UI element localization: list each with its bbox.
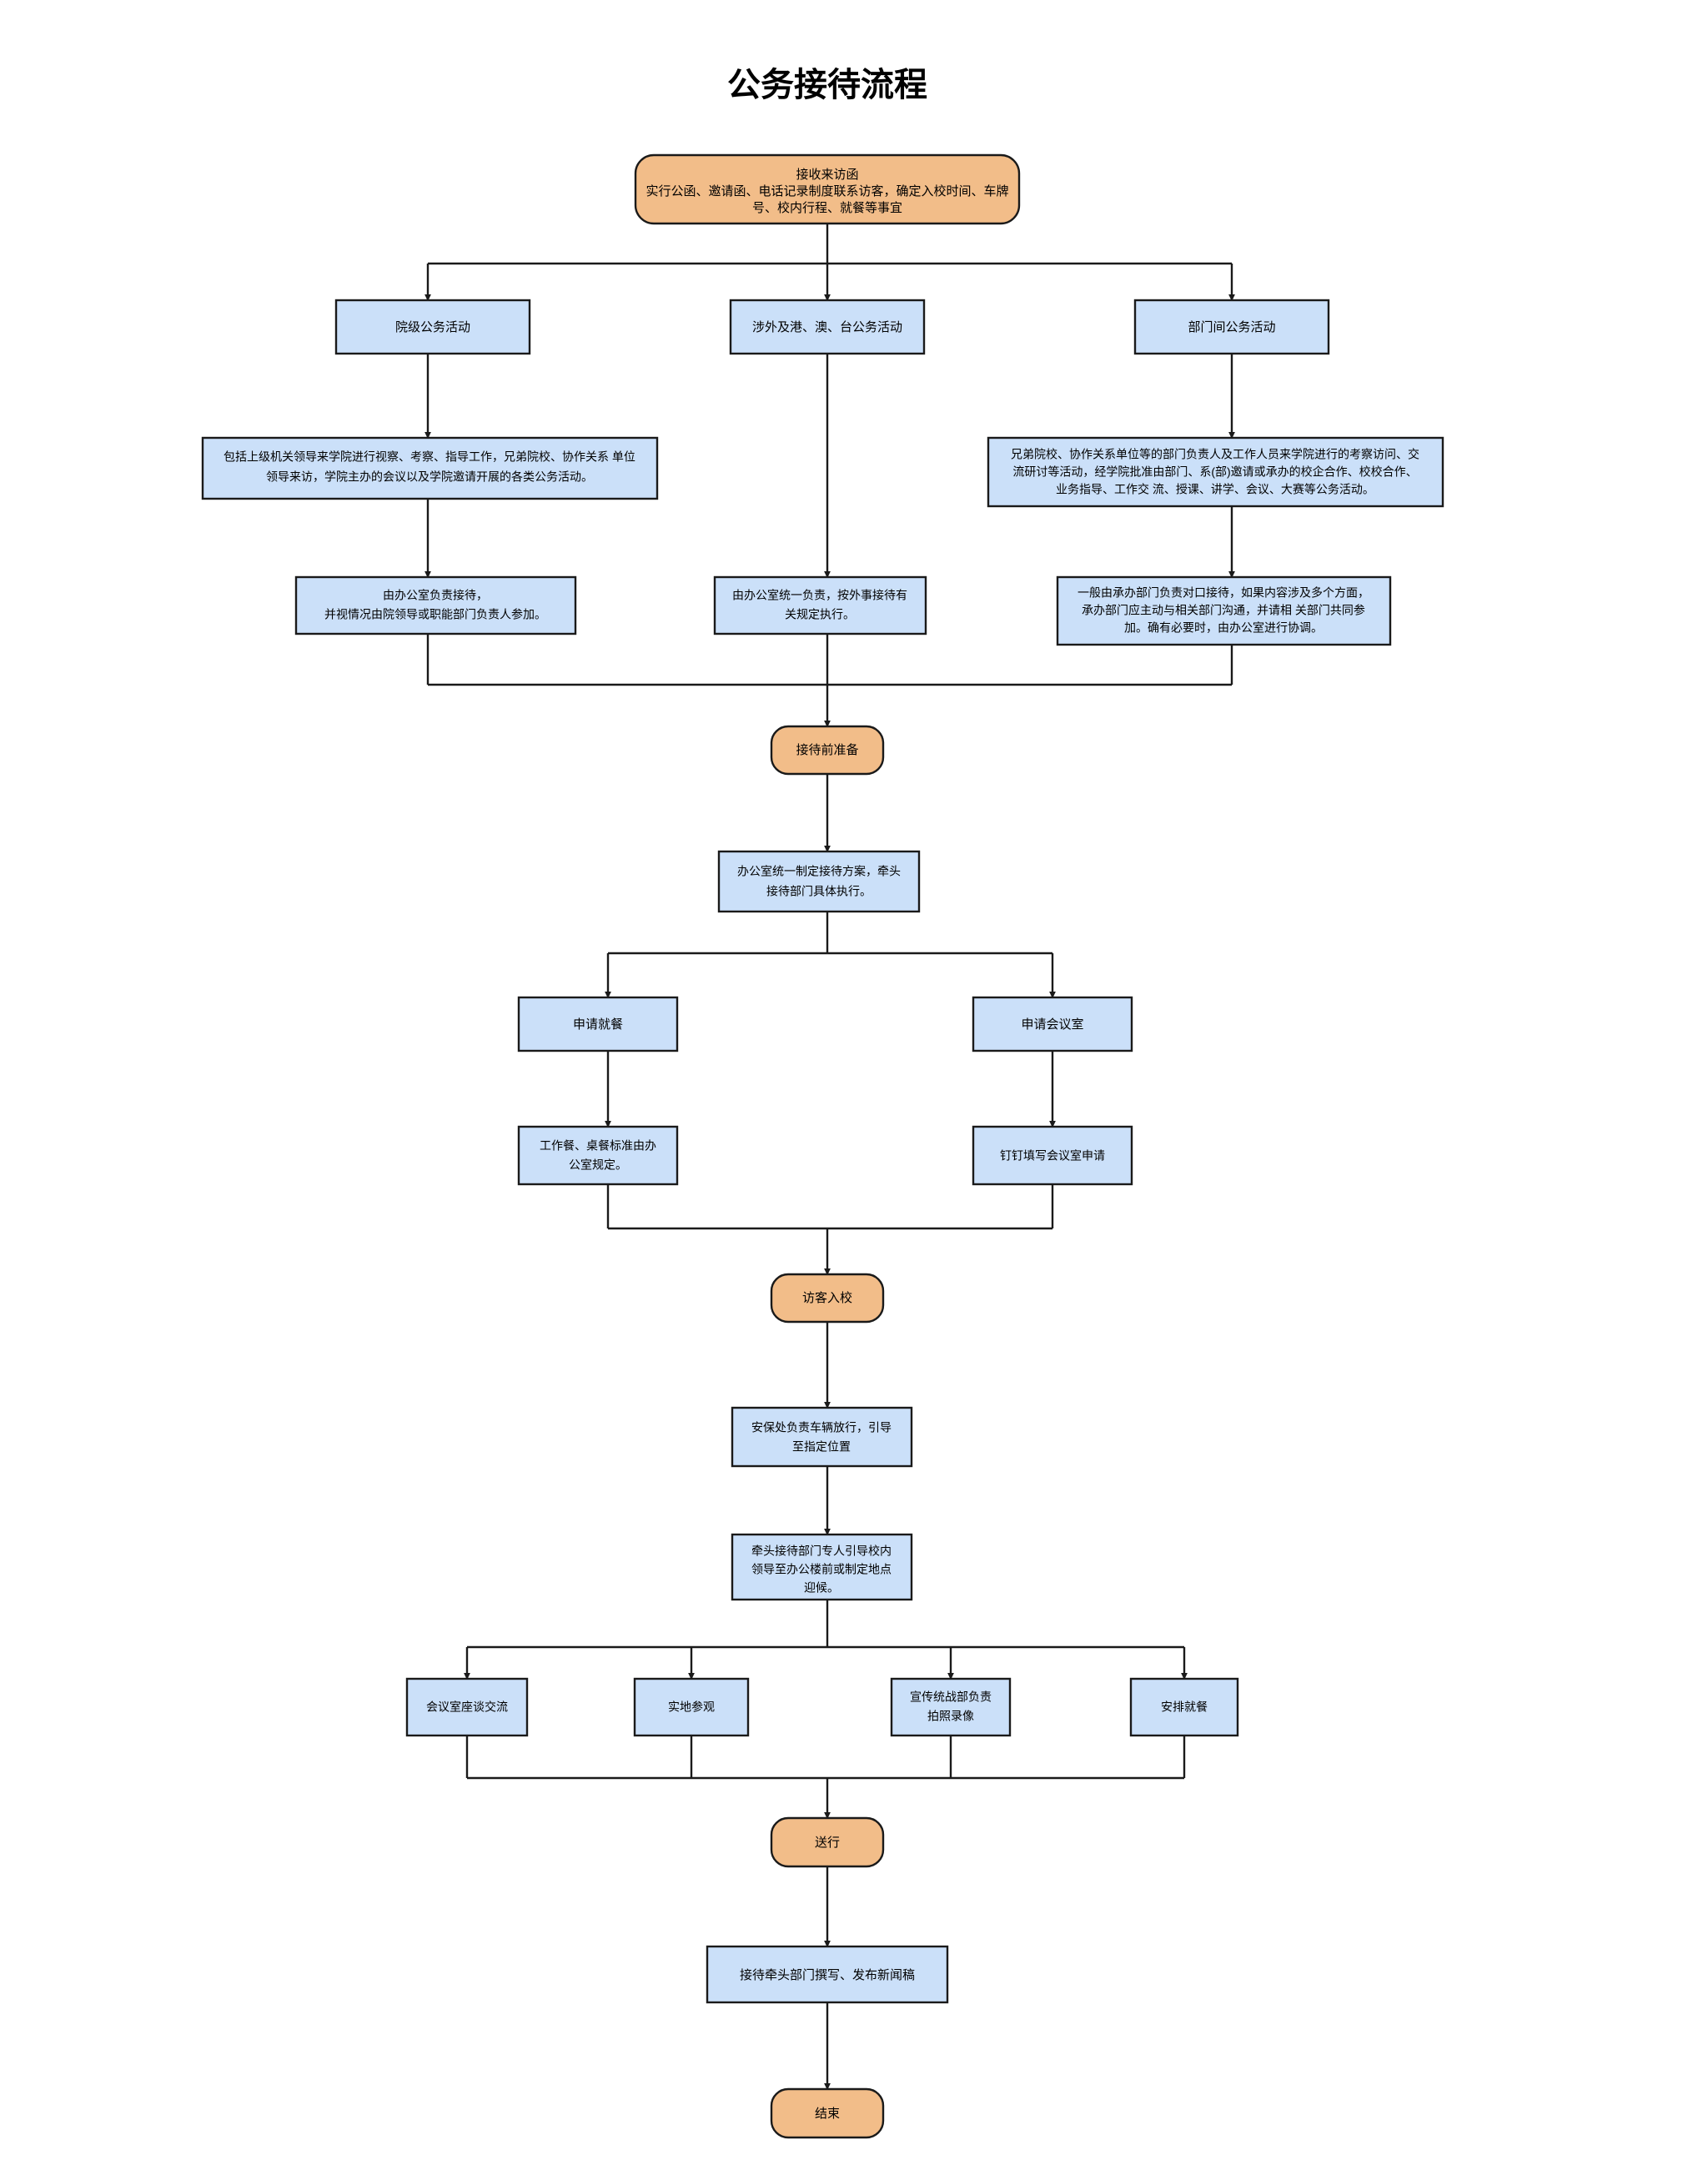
apply-meeting-room-shape[interactable] (972, 996, 1133, 1052)
end-shape[interactable] (770, 2087, 885, 2139)
photo-record-line-1: 拍照录像 (927, 1710, 974, 1723)
node-visitor-arrive[interactable]: 访客入校 (770, 1273, 885, 1324)
branch-college-shape[interactable] (334, 299, 531, 355)
node-end[interactable]: 结束 (770, 2087, 885, 2139)
receive-letter-shape[interactable] (634, 153, 1021, 225)
node-plan[interactable]: 办公室统一制定接待方案，牵头 接待部门具体执行。 (717, 850, 921, 913)
node-send-off[interactable]: 送行 (770, 1816, 885, 1868)
resp-department-line-0: 一般由承办部门负责对口接待，如果内容涉及多个方面， (1078, 586, 1369, 600)
end-label: 结束 (815, 2107, 840, 2121)
receive-letter-line-2: 号、校内行程、就餐等事宜 (752, 200, 902, 215)
node-security-pass[interactable]: 安保处负责车辆放行，引导 至指定位置 (731, 1406, 913, 1468)
desc-department-line-1: 流研讨等活动，经学院批准由部门、系(部)邀请或承办的校企合作、校校合作、 (1012, 465, 1417, 479)
plan-line-0: 办公室统一制定接待方案，牵头 (737, 865, 901, 878)
meeting-talk-shape[interactable] (405, 1677, 529, 1737)
desc-college-line-1: 领导来访，学院主办的会议以及学院邀请开展的各类公务活动。 (266, 470, 593, 484)
photo-record-line-0: 宣传统战部负责 (910, 1690, 992, 1704)
node-resp-department[interactable]: 一般由承办部门负责对口接待，如果内容涉及多个方面， 承办部门应主动与相关部门沟通… (1056, 575, 1392, 646)
resp-department-line-1: 承办部门应主动与相关部门沟通，并请相 关部门共同参 (1082, 604, 1365, 617)
desc-department-line-2: 业务指导、工作交 流、授课、讲学、会议、大赛等公务活动。 (1056, 483, 1374, 496)
branch-department-shape[interactable] (1133, 299, 1330, 355)
site-visit-label: 实地参观 (668, 1700, 715, 1714)
visitor-arrive-label: 访客入校 (802, 1291, 852, 1305)
node-branch-department[interactable]: 部门间公务活动 (1133, 299, 1330, 355)
node-desc-college[interactable]: 包括上级机关领导来学院进行视察、考察、指导工作，兄弟院校、协作关系 单位 领导来… (201, 436, 659, 500)
node-desc-department[interactable]: 兄弟院校、协作关系单位等的部门负责人及工作人员来学院进行的考察访问、交 流研讨等… (987, 436, 1444, 508)
meal-standard-line-1: 公室规定。 (569, 1158, 627, 1172)
news-release-shape[interactable] (706, 1945, 949, 2004)
node-arrange-meal[interactable]: 安排就餐 (1129, 1677, 1239, 1737)
node-news-release[interactable]: 接待牵头部门撰写、发布新闻稿 (706, 1945, 949, 2004)
security-pass-line-0: 安保处负责车辆放行，引导 (751, 1421, 892, 1434)
send-off-label: 送行 (815, 1836, 840, 1850)
security-pass-shape[interactable] (731, 1406, 913, 1468)
security-pass-line-1: 至指定位置 (792, 1440, 851, 1454)
node-meal-standard[interactable]: 工作餐、桌餐标准由办 公室规定。 (517, 1125, 679, 1186)
resp-foreign-line-1: 关规定执行。 (785, 608, 855, 621)
arrange-meal-label: 安排就餐 (1161, 1700, 1208, 1714)
resp-foreign-shape[interactable] (713, 575, 927, 635)
plan-shape[interactable] (717, 850, 921, 913)
node-resp-college[interactable]: 由办公室负责接待， 并视情况由院领导或职能部门负责人参加。 (294, 575, 577, 635)
apply-meal-shape[interactable] (517, 996, 679, 1052)
resp-department-shape[interactable] (1056, 575, 1392, 646)
apply-meal-label: 申请就餐 (573, 1017, 623, 1032)
resp-department-line-2: 加。确有必要时，由办公室进行协调。 (1124, 621, 1323, 635)
node-guide-leader[interactable]: 牵头接待部门专人引导校内 领导至办公楼前或制定地点 迎候。 (731, 1533, 913, 1601)
desc-department-shape[interactable] (987, 436, 1444, 508)
branch-department-label: 部门间公务活动 (1188, 320, 1275, 334)
branch-foreign-label: 涉外及港、澳、台公务活动 (752, 320, 902, 334)
node-resp-foreign[interactable]: 由办公室统一负责，按外事接待有 关规定执行。 (713, 575, 927, 635)
node-photo-record[interactable]: 宣传统战部负责 拍照录像 (890, 1677, 1012, 1737)
dingtalk-apply-label: 钉钉填写会议室申请 (1000, 1149, 1105, 1163)
guide-leader-line-0: 牵头接待部门专人引导校内 (751, 1545, 892, 1558)
desc-college-shape[interactable] (201, 436, 659, 500)
guide-leader-line-2: 迎候。 (804, 1581, 839, 1595)
node-apply-meal[interactable]: 申请就餐 (517, 996, 679, 1052)
node-receive-letter[interactable]: 接收来访函 实行公函、邀请函、电话记录制度联系访客，确定入校时间、车牌 号、校内… (634, 153, 1021, 225)
meal-standard-line-0: 工作餐、桌餐标准由办 (540, 1139, 656, 1153)
node-pre-reception[interactable]: 接待前准备 (770, 725, 885, 776)
news-release-label: 接待牵头部门撰写、发布新闻稿 (740, 1968, 915, 1982)
guide-leader-line-1: 领导至办公楼前或制定地点 (751, 1563, 892, 1576)
resp-college-line-0: 由办公室负责接待， (383, 589, 488, 602)
pre-reception-shape[interactable] (770, 725, 885, 776)
send-off-shape[interactable] (770, 1816, 885, 1868)
dingtalk-apply-shape[interactable] (972, 1125, 1133, 1186)
meeting-talk-label: 会议室座谈交流 (426, 1700, 508, 1714)
node-dingtalk-apply[interactable]: 钉钉填写会议室申请 (972, 1125, 1133, 1186)
node-branch-college[interactable]: 院级公务活动 (334, 299, 531, 355)
site-visit-shape[interactable] (633, 1677, 750, 1737)
visitor-arrive-shape[interactable] (770, 1273, 885, 1324)
guide-leader-shape[interactable] (731, 1533, 913, 1601)
pre-reception-label: 接待前准备 (796, 743, 858, 757)
node-meeting-talk[interactable]: 会议室座谈交流 (405, 1677, 529, 1737)
edge-layer (424, 224, 1235, 2091)
desc-college-line-0: 包括上级机关领导来学院进行视察、考察、指导工作，兄弟院校、协作关系 单位 (224, 450, 635, 464)
page-title: 公务接待流程 (727, 66, 927, 103)
meal-standard-shape[interactable] (517, 1125, 679, 1186)
receive-letter-line-0: 接收来访函 (796, 168, 858, 182)
node-apply-meeting-room[interactable]: 申请会议室 (972, 996, 1133, 1052)
arrange-meal-shape[interactable] (1129, 1677, 1239, 1737)
node-site-visit[interactable]: 实地参观 (633, 1677, 750, 1737)
resp-college-shape[interactable] (294, 575, 577, 635)
resp-college-line-1: 并视情况由院领导或职能部门负责人参加。 (324, 608, 546, 621)
photo-record-shape[interactable] (890, 1677, 1012, 1737)
plan-line-1: 接待部门具体执行。 (766, 885, 872, 898)
receive-letter-line-1: 实行公函、邀请函、电话记录制度联系访客，确定入校时间、车牌 (646, 184, 1008, 198)
branch-college-label: 院级公务活动 (395, 319, 470, 334)
apply-meeting-room-label: 申请会议室 (1021, 1017, 1083, 1032)
desc-department-line-0: 兄弟院校、协作关系单位等的部门负责人及工作人员来学院进行的考察访问、交 (1011, 448, 1419, 461)
node-branch-foreign[interactable]: 涉外及港、澳、台公务活动 (729, 299, 926, 355)
resp-foreign-line-0: 由办公室统一负责，按外事接待有 (732, 589, 907, 602)
branch-foreign-shape[interactable] (729, 299, 926, 355)
